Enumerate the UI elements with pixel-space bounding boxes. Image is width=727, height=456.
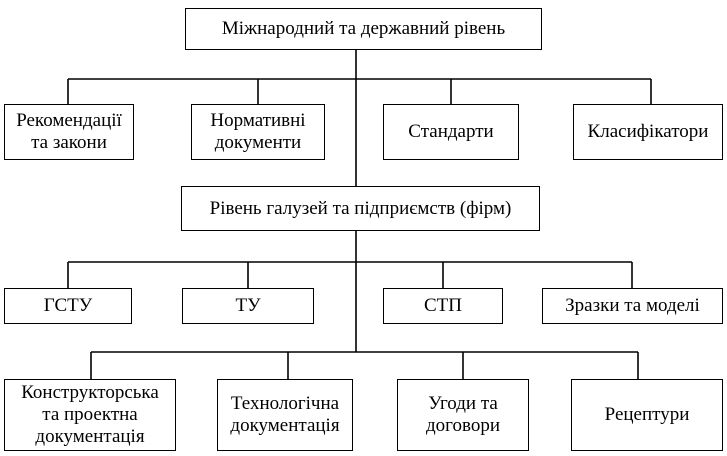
normative-docs-box: Нормативні документи <box>191 104 325 160</box>
industry-level-title: Рівень галузей та підприємств (фірм) <box>209 197 512 219</box>
tu-label: ТУ <box>235 295 261 317</box>
international-level-box: Міжнародний та державний рівень <box>185 8 542 50</box>
agreements-box: Угоди та договори <box>397 379 529 451</box>
standards-label: Стандарти <box>408 121 494 143</box>
tech-docs-box: Технологічна документація <box>217 379 353 451</box>
gstu-label: ГСТУ <box>43 295 93 317</box>
gstu-box: ГСТУ <box>4 288 132 324</box>
industry-level-box: Рівень галузей та підприємств (фірм) <box>181 186 540 231</box>
samples-label: Зразки та моделі <box>565 295 700 317</box>
design-docs-label: Конструкторська та проектна документація <box>21 382 159 447</box>
stp-box: СТП <box>383 288 503 324</box>
international-level-title: Міжнародний та державний рівень <box>221 18 506 40</box>
classifiers-box: Класифікатори <box>573 104 723 160</box>
normative-docs-label: Нормативні документи <box>210 110 306 153</box>
tech-docs-label: Технологічна документація <box>230 393 340 436</box>
agreements-label: Угоди та договори <box>426 393 500 436</box>
standards-box: Стандарти <box>383 104 519 160</box>
tu-box: ТУ <box>182 288 314 324</box>
classifiers-label: Класифікатори <box>587 121 709 143</box>
samples-box: Зразки та моделі <box>542 288 723 324</box>
recipes-box: Рецептури <box>571 379 723 451</box>
design-docs-box: Конструкторська та проектна документація <box>4 379 176 451</box>
recipes-label: Рецептури <box>604 404 690 426</box>
recommendations-box: Рекомендації та закони <box>4 104 134 160</box>
recommendations-label: Рекомендації та закони <box>16 110 122 153</box>
stp-label: СТП <box>424 295 462 317</box>
